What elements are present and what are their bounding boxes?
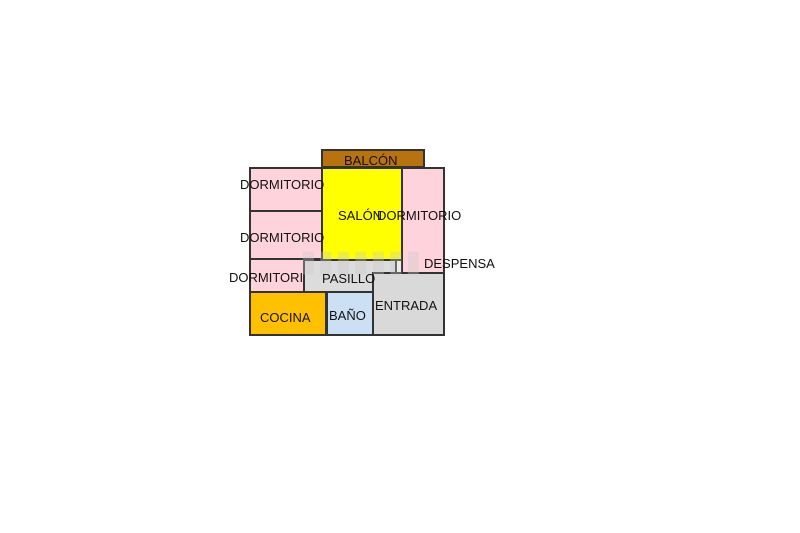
bathroom-label: BAÑO <box>329 308 366 323</box>
watermark-logo: ▮▮▮▮▮▮▮ <box>300 245 423 278</box>
entrance-label: ENTRADA <box>375 298 438 313</box>
bedroom-right-label: DORMITORIO <box>377 208 462 223</box>
bedroom-2-room <box>249 210 323 260</box>
bedroom-1-room <box>249 167 323 212</box>
entrance-room <box>372 272 445 336</box>
pantry-label: DESPENSA <box>424 256 495 271</box>
bathroom-room <box>326 291 374 336</box>
hallway-label: PASILLO <box>322 271 376 286</box>
kitchen-room <box>249 291 327 336</box>
bedroom-1-label: DORMITORIO <box>240 177 325 192</box>
bedroom-2-label: DORMITORIO <box>240 230 325 245</box>
kitchen-label: COCINA <box>260 310 311 325</box>
balcony-label: BALCÓN <box>344 153 398 168</box>
bedroom-right-room <box>401 167 445 274</box>
bedroom-3-label: DORMITORIO <box>229 271 303 284</box>
living-room-label: SALÓN <box>338 208 383 223</box>
